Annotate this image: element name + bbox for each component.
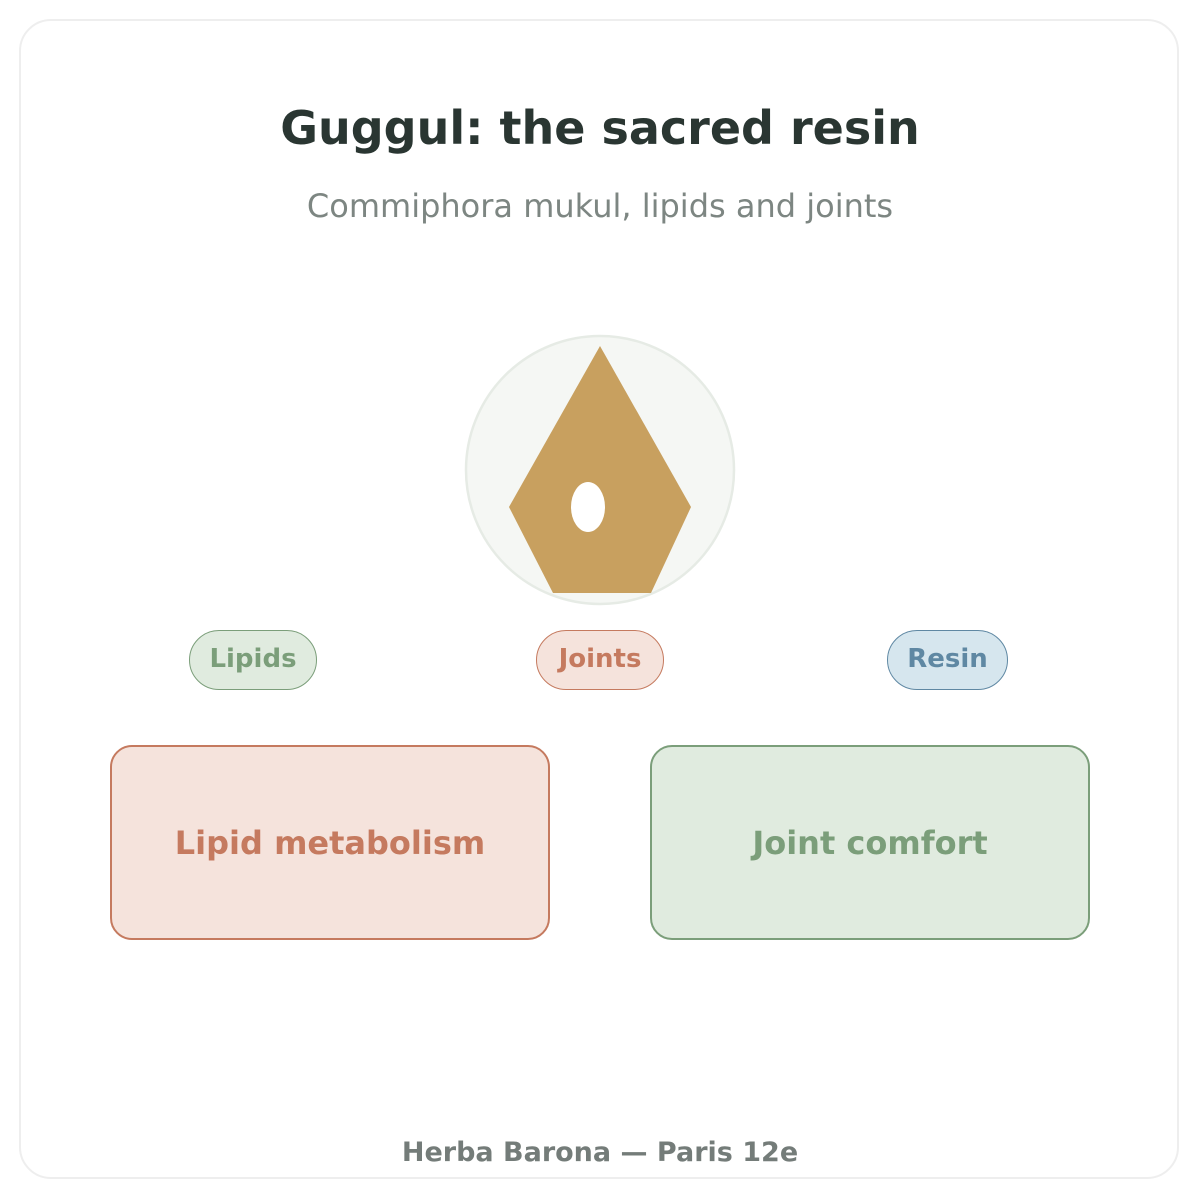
resin-highlight [571,482,605,532]
card-joint-comfort: Joint comfort [650,745,1090,940]
page-subtitle: Commiphora mukul, lipids and joints [306,187,894,225]
tag-lipids: Lipids [189,630,317,690]
resin-drop-icon [464,334,736,606]
tag-resin: Resin [887,630,1008,690]
card-lipid-metabolism-label: Lipid metabolism [174,823,486,862]
card-lipid-metabolism: Lipid metabolism [110,745,550,940]
card-joint-comfort-label: Joint comfort [752,823,988,862]
tag-joints: Joints [536,630,664,690]
resin-shape [509,346,691,593]
footer-credit: Herba Barona — Paris 12e [401,1137,799,1168]
page-title: Guggul: the sacred resin [280,101,920,155]
